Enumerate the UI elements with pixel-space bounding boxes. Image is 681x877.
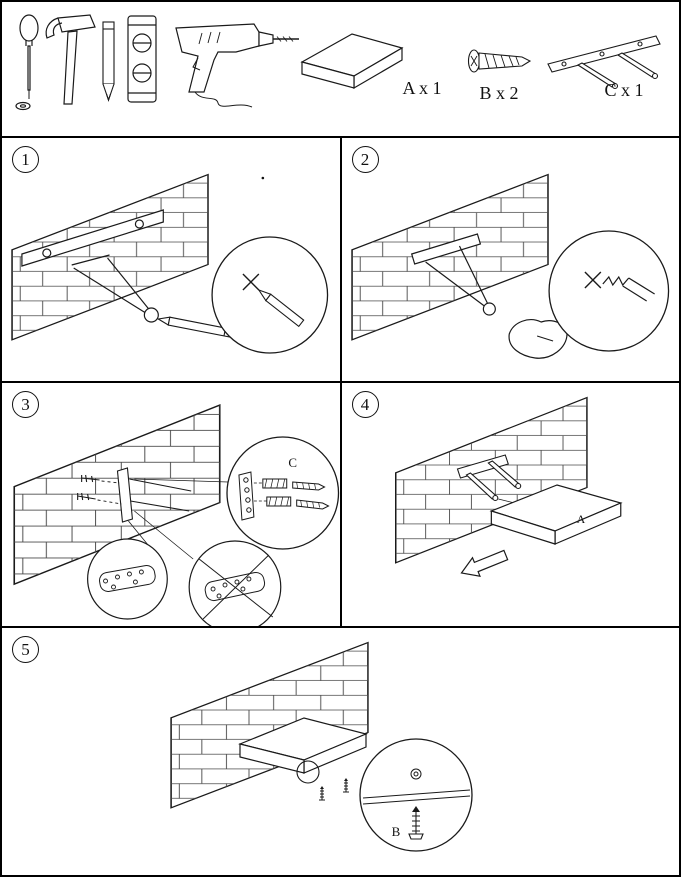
x-mark [583, 271, 601, 289]
step-2-panel: 2 [339, 138, 680, 381]
pencil-icon [102, 21, 115, 102]
step-2-magnifier [547, 230, 669, 352]
awl-icon [15, 14, 39, 111]
mounted-bracket [456, 454, 521, 502]
step-1-number: 1 [21, 149, 30, 169]
header-illustration: A x 1 B x 2 C x 1 [15, 14, 661, 111]
wall-plug-icon [601, 275, 655, 302]
screw-b-icon [408, 806, 424, 840]
step-1-magnifier [211, 236, 329, 354]
step-5-illustration: B [170, 641, 473, 852]
part-c-label: C x 1 [604, 80, 643, 100]
step-2-number-badge: 2 [351, 146, 379, 173]
bracket-screwing [77, 467, 192, 523]
x-mark [242, 273, 260, 291]
step-1-illustration [11, 173, 329, 354]
level-icon [127, 15, 157, 103]
brick-wall [350, 173, 549, 341]
mounted-shelf [238, 717, 368, 774]
brick-wall [170, 641, 369, 809]
part-a-label: A x 1 [402, 78, 441, 98]
part-b-label: B x 2 [479, 83, 518, 103]
step-3-magnifier-marking [188, 540, 282, 626]
step-4-panel: 4 A [339, 383, 680, 626]
bracket-marking [71, 254, 159, 323]
step-3-magnifier-anchors: C [226, 436, 340, 550]
step-2-number: 2 [360, 149, 370, 169]
anchor-hole-icon [410, 768, 422, 780]
step-1-panel: 1 [2, 138, 340, 381]
step-3-panel: 3 [2, 383, 340, 626]
screw-b-label: B [392, 824, 401, 839]
shelf-a-label: A [576, 512, 585, 526]
shelf-board-a [489, 484, 623, 545]
step-5-number: 5 [21, 639, 30, 659]
drill-icon [175, 23, 299, 108]
step-5-magnifier: B [359, 738, 473, 852]
work-glove-icon [508, 319, 568, 359]
step-5-panel: 5 [2, 628, 679, 875]
small-screw-icon [343, 778, 349, 793]
pencil-dot [261, 176, 265, 180]
step-4-number-badge: 4 [351, 391, 379, 418]
steps-row-3: 5 [2, 628, 679, 875]
steps-row-1: 1 [2, 138, 679, 383]
bracket-c-label: C [288, 455, 297, 470]
steps-row-2: 3 [2, 383, 679, 628]
hammer-icon [45, 14, 96, 105]
header-tools-and-parts: A x 1 B x 2 C x 1 [2, 2, 679, 138]
step-1-number-badge: 1 [12, 146, 39, 173]
step-5-number-badge: 5 [12, 636, 39, 663]
part-c-bracket-icon [547, 35, 661, 90]
step-4-illustration: A [394, 396, 623, 578]
level-on-wall [21, 209, 164, 267]
shelf-underside-lines [362, 789, 471, 805]
step-3-number-badge: 3 [12, 391, 39, 418]
step-3-number: 3 [21, 394, 30, 414]
part-b-screw-icon [467, 49, 532, 73]
bracket-on-wall [410, 233, 496, 316]
push-arrow-icon [459, 549, 508, 578]
step-3-magnifier-holes [87, 538, 168, 620]
pencil-tip-icon [257, 288, 305, 328]
zoom-source-circle [296, 760, 320, 784]
step-3-illustration: C [13, 404, 340, 626]
step-4-number: 4 [360, 394, 370, 414]
step-2-illustration [350, 173, 669, 359]
part-a-shelf-icon [300, 33, 404, 90]
marking-lines [198, 554, 274, 620]
small-screw-icon [319, 786, 325, 801]
